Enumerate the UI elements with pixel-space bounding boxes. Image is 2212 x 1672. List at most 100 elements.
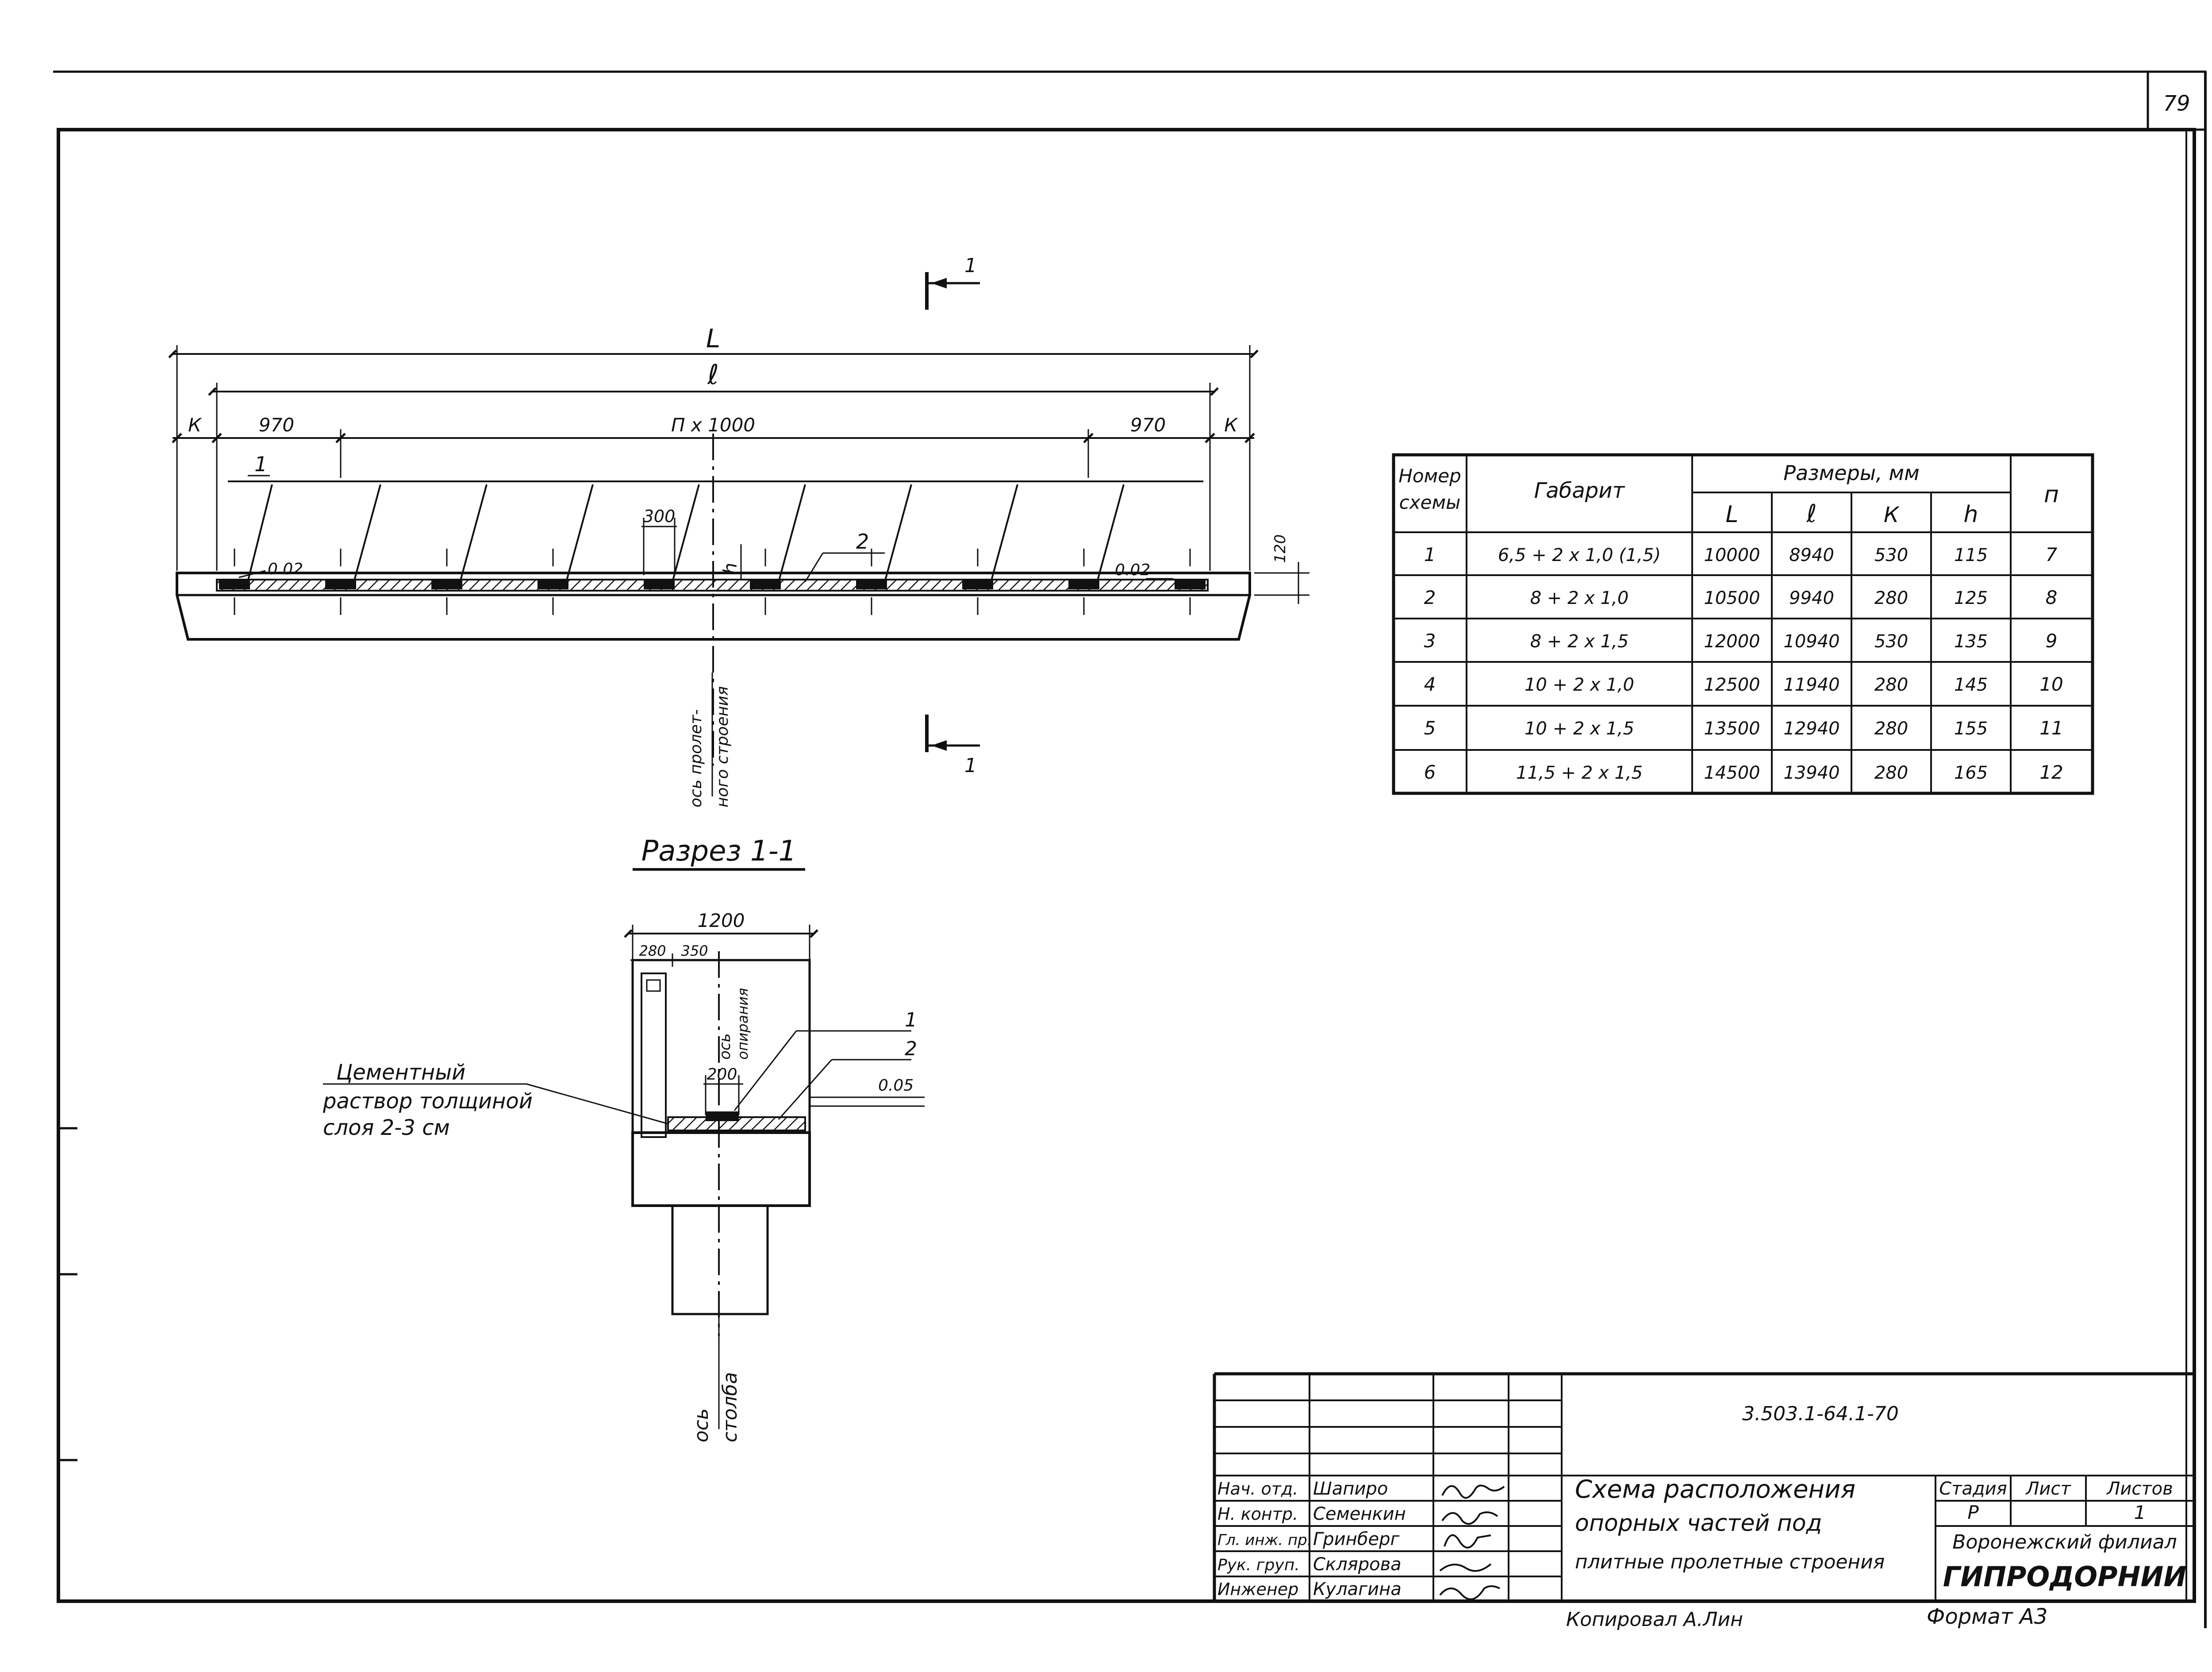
- table-cell: 11: [2039, 717, 2063, 739]
- table-cell: 14500: [1704, 763, 1760, 783]
- th-gabarit: Габарит: [1534, 478, 1626, 503]
- staff-role: Н. контр.: [1217, 1504, 1298, 1524]
- table-cell: 530: [1874, 631, 1908, 652]
- table-cell: 280: [1874, 588, 1908, 608]
- table-cell: 6,5 + 2 х 1,0 (1,5): [1498, 545, 1661, 565]
- dim-1200: 1200: [698, 910, 745, 931]
- table-cell: 10 + 2 х 1,0: [1525, 675, 1634, 695]
- table-cell: 145: [1954, 675, 1988, 695]
- section-mark-top: 1: [964, 254, 977, 277]
- org-line-2: ГИПРОДОРНИИ: [1943, 1561, 2186, 1593]
- staff-name: Кулагина: [1313, 1579, 1402, 1599]
- sheet-frame: [53, 70, 2207, 1628]
- staff-name: Гринберг: [1313, 1529, 1400, 1549]
- sheets-value: 1: [2134, 1502, 2146, 1523]
- doc-code: 3.503.1-64.1-70: [1742, 1403, 1899, 1425]
- table-cell: 12940: [1783, 719, 1839, 739]
- table-cell: 1: [1424, 544, 1436, 565]
- section-cut-top: 1: [925, 254, 980, 310]
- table-cell: 12500: [1704, 675, 1760, 695]
- table-cell: 280: [1874, 675, 1908, 695]
- dim-350: 350: [681, 942, 708, 959]
- th-scheme-1: Номер: [1398, 465, 1461, 487]
- mortar-note-1: Цементный: [336, 1060, 465, 1085]
- table-cell: 4: [1424, 673, 1436, 695]
- table-cell: 135: [1954, 631, 1988, 652]
- staff-role: Инженер: [1217, 1580, 1298, 1599]
- dim-l: ℓ: [707, 358, 719, 391]
- plan-view: L ℓ К 970 П х 1000 970 К 300 h: [168, 254, 1310, 807]
- dim-200: 200: [707, 1065, 737, 1084]
- sheet-label: Лист: [2025, 1479, 2071, 1499]
- table-cell: 6: [1424, 761, 1436, 783]
- section-callout-1: 1: [905, 1009, 917, 1031]
- table-cell: 10 + 2 х 1,5: [1525, 719, 1634, 739]
- staff-role: Рук. груп.: [1217, 1556, 1300, 1574]
- table-cell: 280: [1874, 763, 1908, 783]
- axis-support-2: опирания: [734, 988, 751, 1060]
- table-cell: 10940: [1783, 631, 1839, 652]
- section-elev: 0.05: [878, 1076, 914, 1095]
- dim-L: L: [706, 323, 720, 354]
- section-cut-bottom: 1: [925, 715, 980, 777]
- staff-role: Нач. отд.: [1217, 1479, 1298, 1499]
- staff-name: Склярова: [1313, 1554, 1402, 1575]
- table-cell: 12: [2039, 761, 2063, 783]
- table-cell: 9: [2046, 630, 2058, 652]
- title-line-2: опорных частей под: [1575, 1510, 1822, 1537]
- table-cell: 115: [1954, 545, 1988, 565]
- mortar-note-3: слоя 2-3 см: [323, 1115, 450, 1140]
- table-cell: 2: [1424, 587, 1436, 608]
- dimensions-table: Номер схемы Габарит Размеры, мм L ℓ К h …: [1392, 453, 2094, 795]
- staff-role: Гл. инж. пр.: [1217, 1531, 1312, 1549]
- table-cell: 9940: [1789, 588, 1834, 608]
- th-n: п: [2044, 481, 2059, 508]
- sheet-format: Формат А3: [1927, 1604, 2047, 1629]
- dim-970-right: 970: [1130, 414, 1166, 436]
- table-cell: 280: [1874, 719, 1908, 739]
- axis-column-2: столба: [719, 1372, 741, 1442]
- stage-label: Стадия: [1939, 1479, 2007, 1499]
- copied-by: Копировал А.Лин: [1566, 1608, 1743, 1631]
- section-mark-bottom: 1: [964, 754, 977, 777]
- sheets-label: Листов: [2106, 1479, 2173, 1499]
- dim-k-right: К: [1224, 414, 1238, 436]
- table-cell: 13940: [1783, 763, 1839, 783]
- th-h: h: [1964, 501, 1978, 528]
- section-view: Разрез 1-1 1200 280 350 200 ось опирания: [323, 835, 925, 1442]
- staff-name: Шапиро: [1313, 1479, 1388, 1499]
- th-l: ℓ: [1806, 500, 1816, 528]
- page-number: 79: [2163, 91, 2190, 116]
- stage-value: Р: [1967, 1502, 1979, 1523]
- table-cell: 5: [1424, 717, 1436, 739]
- axis-column-1: ось: [690, 1408, 713, 1442]
- dim-280: 280: [639, 942, 666, 959]
- dim-k-left: К: [188, 414, 202, 436]
- table-cell: 10: [2039, 673, 2063, 695]
- dim-120: 120: [1271, 534, 1289, 563]
- plan-callout-2: 2: [856, 530, 869, 553]
- title-line-3: плитные пролетные строения: [1575, 1551, 1885, 1573]
- table-cell: 8 + 2 х 1,5: [1530, 631, 1629, 652]
- table-cell: 10500: [1704, 588, 1760, 608]
- th-L: L: [1726, 501, 1739, 528]
- axis-label-1: ось пролет-: [687, 709, 705, 807]
- mortar-note-2: раствор толщиной: [323, 1089, 533, 1114]
- elev-right: 0.02: [1115, 561, 1150, 579]
- dim-h: h: [719, 563, 741, 575]
- elev-left: 0.02: [268, 560, 303, 578]
- title-block: 3.503.1-64.1-70 Схема расположения опорн…: [1213, 1372, 2194, 1601]
- table-cell: 8 + 2 х 1,0: [1530, 588, 1629, 608]
- th-scheme-2: схемы: [1399, 492, 1461, 513]
- table-cell: 8: [2046, 587, 2058, 608]
- signatures: [1439, 1484, 1505, 1600]
- dim-970-left: 970: [259, 414, 294, 436]
- table-cell: 11940: [1783, 675, 1839, 695]
- table-cell: 125: [1954, 588, 1988, 608]
- table-cell: 7: [2046, 544, 2058, 565]
- th-sizes: Размеры, мм: [1783, 461, 1920, 485]
- table-cell: 11,5 + 2 х 1,5: [1516, 763, 1643, 783]
- th-k: К: [1884, 503, 1900, 527]
- org-line-1: Воронежский филиал: [1952, 1531, 2177, 1553]
